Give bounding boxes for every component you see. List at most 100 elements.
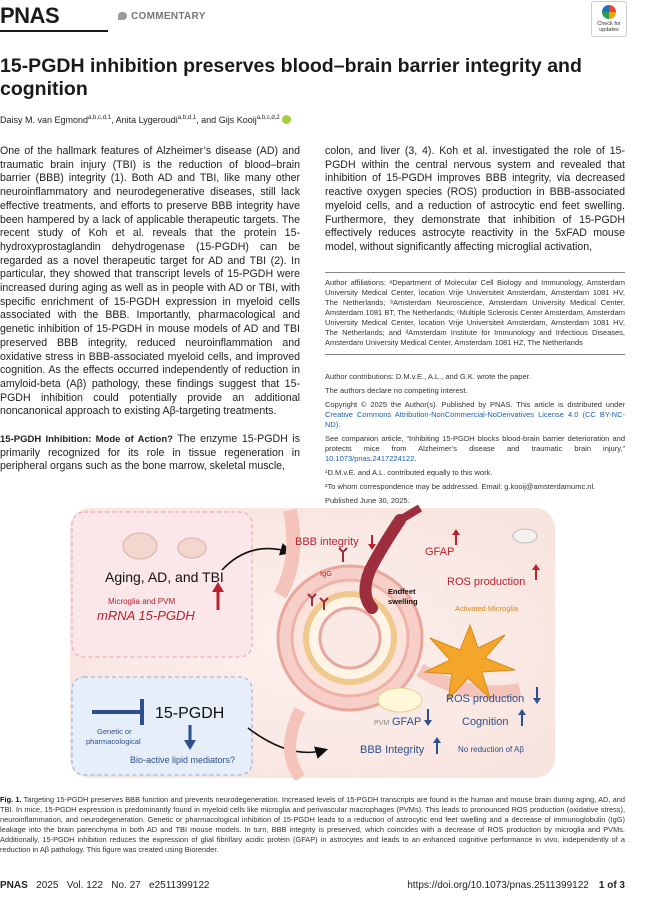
author-notes: Author contributions: D.M.v.E., A.L., an… [325,372,625,510]
endfeet-label-2: swelling [388,597,418,606]
curved-arrow-top [221,543,294,571]
caption-label: Fig. 1. [0,795,22,804]
igg-icon [338,547,348,562]
competing-interests: The authors declare no competing interes… [325,386,468,395]
article-title: 15-PGDH inhibition preserves blood–brain… [0,55,582,100]
main-text-column-2: colon, and liver (3, 4). Koh et al. inve… [325,145,625,253]
down-arrow-red-icon [368,544,376,550]
section-label-text: COMMENTARY [131,11,206,22]
author-name[interactable]: Anita Lygeroudi [115,115,178,125]
companion-article: See companion article, “Inhibiting 15-PG… [325,434,625,464]
indicator-arrows [368,529,540,580]
down-arrow-blue-icon [424,720,432,726]
down-arrow-head [184,740,196,750]
pill-icon [512,528,538,544]
companion-doi-link[interactable]: 10.1073/pnas.2417224122 [325,454,415,463]
pgdh-label: 15-PGDH [155,705,224,722]
affiliations: Author affiliations: ᵃDepartment of Mole… [325,278,625,347]
igg-icon [319,597,329,610]
journal-logo: PNAS [0,3,60,28]
footer-volume: Vol. 122 [66,880,103,891]
lipid-label: Bio-active lipid mediators? [130,755,235,765]
section-subheading: 15-PGDH Inhibition: Mode of Action? [0,434,173,446]
orcid-icon[interactable] [282,115,292,124]
aging-panel [71,511,253,658]
inhibitor-label-1: Genetic or [97,727,132,736]
no-reduction-label: No reduction of Aβ [458,745,524,754]
indicator-arrows-blue [424,687,541,754]
mouse-brain-icon [177,537,207,559]
endfeet-label-1: Endfeet [388,587,416,596]
gfap-top: GFAP [425,546,454,558]
inhibitor-label-2: pharmacological [86,737,141,746]
up-arrow-blue-icon [433,737,441,743]
speech-bubble-icon [118,12,127,20]
divider [325,354,625,355]
footnote-1: ¹D.M.v.E. and A.L. contributed equally t… [325,468,493,477]
check-for-updates-badge[interactable]: Check for updates [591,1,627,37]
companion-end: . [414,454,417,463]
figure-caption: Fig. 1. Targeting 15-PGDH preserves BBB … [0,795,625,855]
igg-label: IgG [320,569,332,578]
badge-line-1: Check for [597,21,621,27]
copyright-text: Copyright © 2025 the Author(s). Publishe… [325,400,625,409]
footnote-2: ²To whom correspondence may be addressed… [325,482,596,491]
crossmark-icon [602,5,616,19]
down-arrow-blue-icon [533,698,541,704]
up-arrow-head [212,582,224,592]
pvm-cell-icon [377,687,423,713]
aging-label: Aging, AD, and TBI [105,569,224,585]
author-name[interactable]: Gijs Kooij [218,115,257,125]
mrna-label: mRNA 15-PGDH [97,608,195,623]
section-label: COMMENTARY [118,11,206,22]
license-link[interactable]: Creative Commons Attribution-NonCommerci… [325,410,625,429]
paragraph-text: The enzyme 15-PGDH is primarily recogniz… [0,433,300,473]
author-name[interactable]: Daisy M. van Egmond [0,115,89,125]
bbb-integrity-bottom: BBB Integrity [360,744,425,756]
contributions: Author contributions: D.M.v.E., A.L., an… [325,372,531,381]
gfap-bottom: GFAP [392,716,421,728]
astrocyte-endfoot [359,514,406,614]
cognition-label: Cognition [462,716,508,728]
author-affil: a,b,d,1 [177,115,197,121]
igg-icon [307,593,317,606]
paragraph: One of the hallmark features of Alzheime… [0,145,300,418]
pvm-label: PVM [374,720,389,727]
footer-issue: No. 27 [111,880,141,891]
author-list: Daisy M. van Egmonda,b,c,d,1, Anita Lyge… [0,115,292,125]
activated-microglia-label: Activated Microglia [455,604,519,613]
companion-text: See companion article, “Inhibiting 15-PG… [325,434,625,453]
page-footer: PNAS 2025 Vol. 122 No. 27 e2511399122 ht… [0,880,625,891]
up-arrow-blue-icon [518,709,526,715]
header-rule [0,30,108,32]
footer-doi-link[interactable]: https://doi.org/10.1073/pnas.2511399122 [407,880,589,891]
figure-1: Aging, AD, and TBI Microglia and PVM mRN… [70,504,555,780]
caption-text: Targeting 15-PGDH preserves BBB function… [0,795,625,854]
microglia-pvm-label: Microglia and PVM [108,597,175,606]
divider [325,272,625,273]
paragraph: 15-PGDH Inhibition: Mode of Action? The … [0,433,300,474]
human-brain-icon [122,532,158,560]
bbb-integrity-top: BBB integrity [295,536,359,548]
author-affil: a,b,c,d,2 [256,115,280,121]
astrocyte-process [397,504,423,524]
badge-line-2: updates [599,27,619,33]
up-arrow-red-icon [452,529,460,535]
published-date: Published June 30, 2025. [325,496,410,505]
author-separator: , [111,115,116,125]
author-affil: a,b,c,d,1 [88,115,112,121]
ros-bottom: ROS production [446,693,524,705]
up-arrow-red-icon [532,564,540,570]
inhibition-panel [71,676,253,776]
ros-top: ROS production [447,576,525,588]
vessel-branch [284,707,306,780]
footer-year: 2025 [36,880,59,891]
vessel-lumen [318,606,382,670]
vessel-branch [416,663,522,700]
author-separator: , and [196,115,219,125]
copyright: Copyright © 2025 the Author(s). Publishe… [325,400,625,430]
page-number: 1 of 3 [598,880,625,891]
footer-journal: PNAS [0,880,28,891]
vessel-branch [273,508,301,599]
main-text-column-1: One of the hallmark features of Alzheime… [0,145,300,474]
